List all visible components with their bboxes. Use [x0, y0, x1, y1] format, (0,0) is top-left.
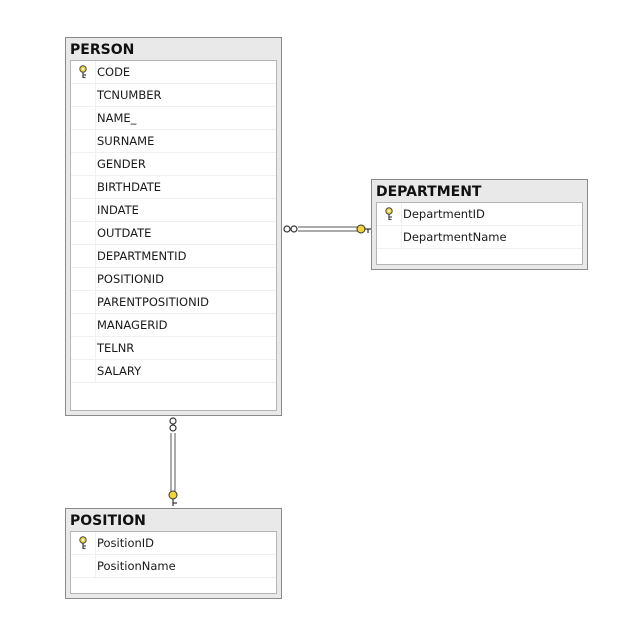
column-name: OUTDATE	[97, 226, 152, 240]
column-row[interactable]: DepartmentID	[377, 203, 582, 226]
column-row[interactable]: OUTDATE	[71, 222, 276, 245]
table-title: DEPARTMENT	[376, 184, 482, 200]
column-name: CODE	[97, 65, 131, 79]
column-row[interactable]: MANAGERID	[71, 314, 276, 337]
column-row[interactable]: PARENTPOSITIONID	[71, 291, 276, 314]
column-name: TCNUMBER	[97, 88, 162, 102]
column-row[interactable]: DepartmentName	[377, 226, 582, 249]
many-end-icon	[169, 417, 177, 432]
column-name: DEPARTMENTID	[97, 249, 187, 263]
column-row[interactable]: GENDER	[71, 153, 276, 176]
column-row[interactable]: PositionName	[71, 555, 276, 578]
column-row[interactable]: SURNAME	[71, 130, 276, 153]
one-end-key-icon	[168, 490, 178, 506]
row-gutter	[71, 222, 96, 244]
column-row[interactable]: NAME_	[71, 107, 276, 130]
column-name: TELNR	[97, 341, 135, 355]
column-row[interactable]: PositionID	[71, 532, 276, 555]
row-gutter	[377, 203, 402, 225]
column-name: DepartmentName	[403, 230, 507, 244]
row-gutter	[71, 199, 96, 221]
relationship-person-position[interactable]	[168, 417, 178, 506]
row-gutter	[71, 314, 96, 336]
many-end-icon	[283, 225, 298, 233]
column-name: SALARY	[97, 364, 142, 378]
column-name: INDATE	[97, 203, 139, 217]
row-gutter	[71, 130, 96, 152]
key-icon	[79, 65, 87, 79]
row-gutter	[71, 337, 96, 359]
key-icon	[385, 207, 393, 221]
relationship-person-department[interactable]	[283, 224, 371, 234]
row-gutter	[71, 268, 96, 290]
table-title: PERSON	[70, 42, 135, 58]
column-name: PositionName	[97, 559, 176, 573]
table-person[interactable]: PERSON CODE TCNUMBER NAME_ SURNAME GENDER BIR…	[65, 37, 282, 416]
row-gutter	[71, 245, 96, 267]
column-row[interactable]: DEPARTMENTID	[71, 245, 276, 268]
row-gutter	[71, 291, 96, 313]
table-department[interactable]: DEPARTMENT DepartmentID DepartmentName	[371, 179, 588, 270]
column-name: PARENTPOSITIONID	[97, 295, 209, 309]
column-row[interactable]: TELNR	[71, 337, 276, 360]
column-row[interactable]: POSITIONID	[71, 268, 276, 291]
column-name: GENDER	[97, 157, 146, 171]
column-row[interactable]: INDATE	[71, 199, 276, 222]
column-list: PositionID PositionName	[70, 531, 277, 594]
row-gutter	[71, 532, 96, 554]
row-gutter	[71, 153, 96, 175]
column-row[interactable]: SALARY	[71, 360, 276, 383]
column-name: NAME_	[97, 111, 137, 125]
column-name: PositionID	[97, 536, 155, 550]
row-gutter	[377, 226, 402, 248]
row-gutter	[71, 176, 96, 198]
row-gutter	[71, 61, 96, 83]
column-list: CODE TCNUMBER NAME_ SURNAME GENDER BIRTHDATE I…	[70, 60, 277, 411]
key-icon	[79, 536, 87, 550]
column-row[interactable]: TCNUMBER	[71, 84, 276, 107]
row-gutter	[71, 555, 96, 577]
column-name: MANAGERID	[97, 318, 168, 332]
row-gutter	[71, 84, 96, 106]
column-name: BIRTHDATE	[97, 180, 162, 194]
column-name: DepartmentID	[403, 207, 485, 221]
row-gutter	[71, 360, 96, 382]
table-title: POSITION	[70, 513, 146, 529]
table-position[interactable]: POSITION PositionID PositionName	[65, 508, 282, 599]
column-row[interactable]: BIRTHDATE	[71, 176, 276, 199]
column-name: SURNAME	[97, 134, 155, 148]
one-end-key-icon	[356, 224, 371, 234]
column-name: POSITIONID	[97, 272, 164, 286]
column-row[interactable]: CODE	[71, 61, 276, 84]
row-gutter	[71, 107, 96, 129]
column-list: DepartmentID DepartmentName	[376, 202, 583, 265]
